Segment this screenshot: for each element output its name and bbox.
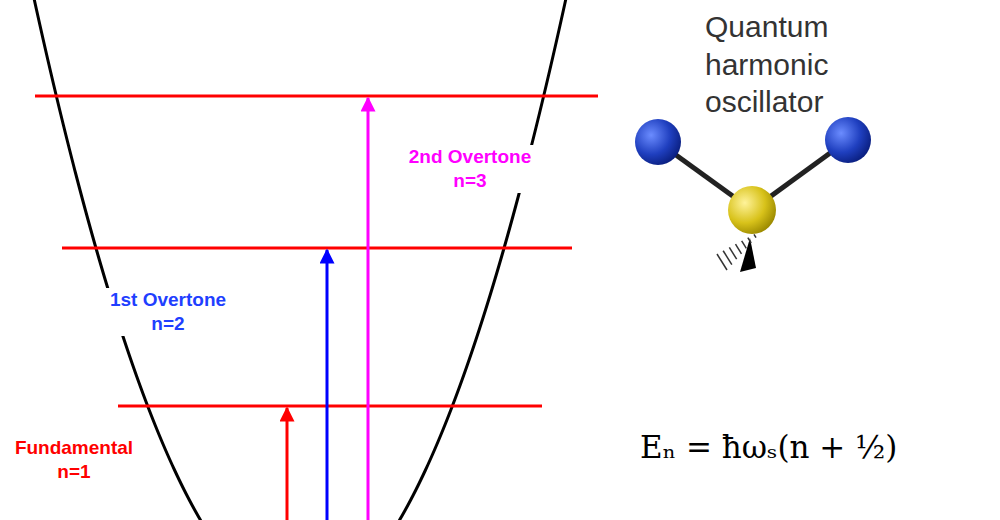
hash-stroke — [729, 247, 736, 259]
hash-stroke — [748, 238, 751, 243]
transition-arrow — [286, 408, 289, 520]
hash-stroke — [736, 244, 742, 254]
hash-stroke — [742, 241, 747, 248]
molecule-icon — [635, 117, 871, 272]
transition-arrow — [367, 98, 370, 520]
wedge-bond — [740, 238, 756, 272]
hash-stroke — [754, 234, 756, 237]
energy-level — [62, 247, 572, 250]
energy-formula: Eₙ = ħωₛ(n + ½) — [640, 428, 990, 467]
energy-level — [118, 405, 542, 408]
title-text: Quantum harmonic oscillator — [705, 8, 880, 121]
atom — [825, 117, 871, 163]
atom — [635, 119, 681, 165]
hashed-bond — [717, 234, 756, 270]
transition-label: 1st Overtone n=2 — [98, 288, 238, 336]
energy-level — [35, 95, 598, 98]
atom — [728, 186, 776, 234]
hash-stroke — [717, 254, 727, 270]
transition-arrow — [326, 250, 329, 520]
hash-stroke — [723, 251, 732, 265]
transition-label: 2nd Overtone n=3 — [400, 145, 540, 193]
transition-label: Fundamental n=1 — [4, 436, 144, 484]
